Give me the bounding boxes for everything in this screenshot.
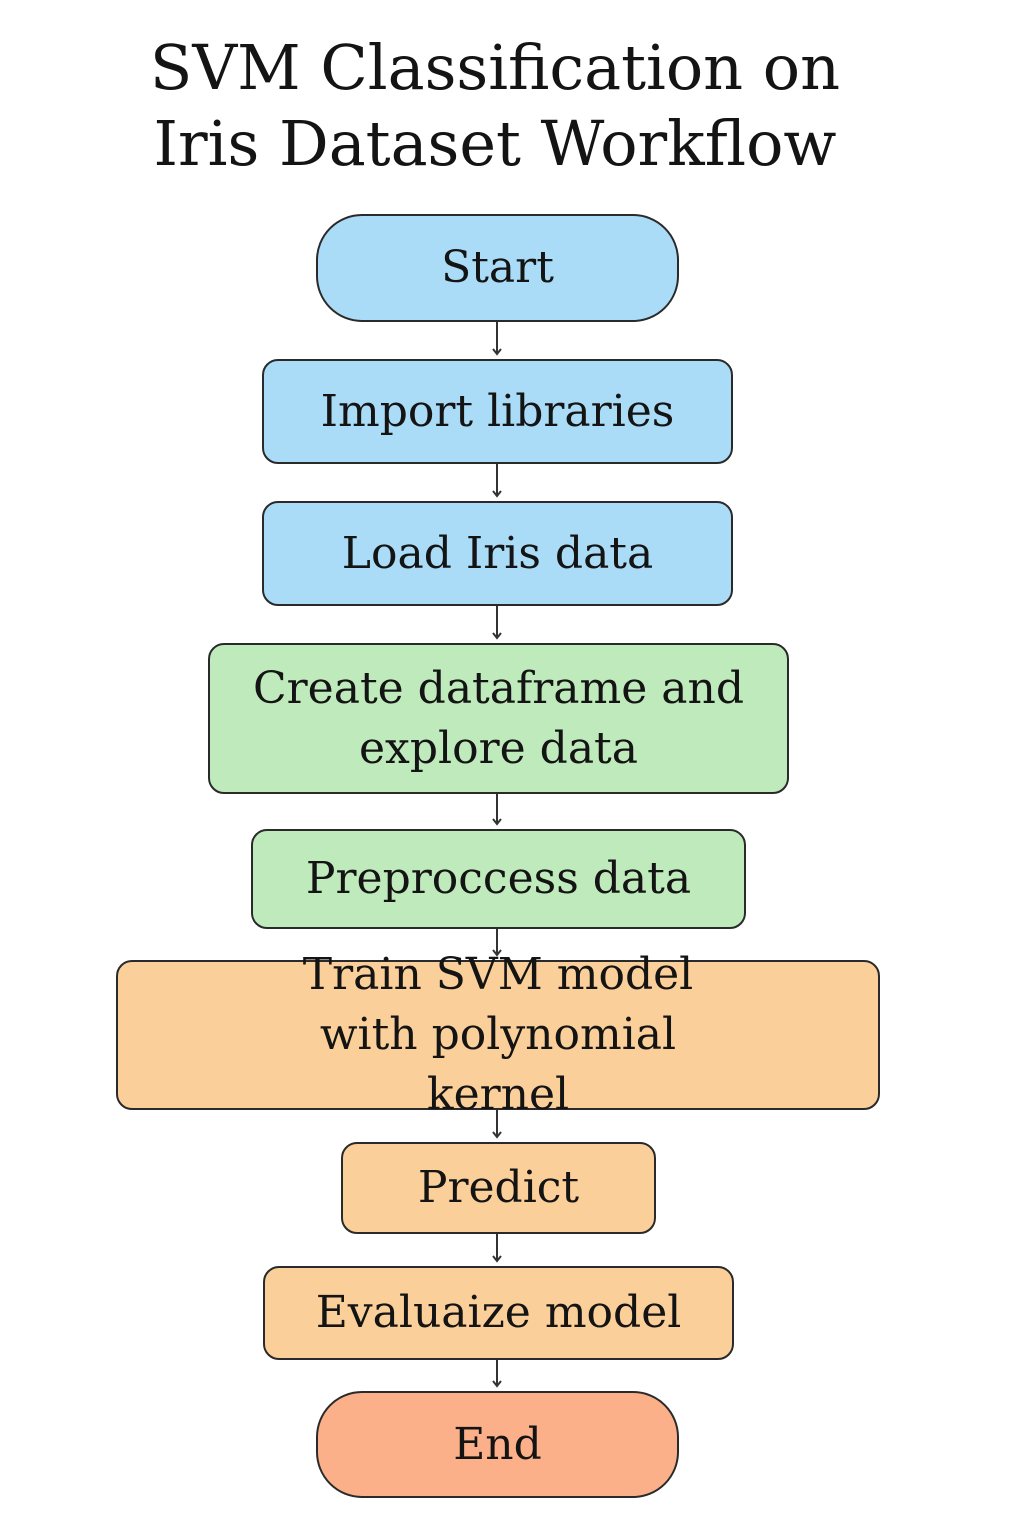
node-create-dataframe: Create dataframe and explore data: [208, 643, 789, 794]
node-import-libraries: Import libraries: [262, 359, 733, 464]
node-train-svm-model: Train SVM model with polynomial kernel: [116, 949, 880, 1120]
node-preprocess-data: Preproccess data: [251, 829, 746, 929]
diagram-title-line-1: SVM Classification on: [149, 31, 841, 104]
diagram-title-line-2: Iris Dataset Workflow: [153, 107, 837, 180]
node-evaluate-model-label: Evaluaize model: [315, 1287, 682, 1338]
diagram-title: SVM Classification on Iris Dataset Workf…: [0, 30, 990, 182]
node-start: Start: [316, 214, 679, 322]
node-train-svm-model-label: Train SVM model with polynomial kernel: [302, 949, 694, 1120]
node-start-label: Start: [441, 242, 554, 293]
node-preprocess-data-label: Preproccess data: [305, 853, 692, 904]
node-evaluate-model: Evaluaize model: [263, 1266, 734, 1360]
node-import-libraries-label: Import libraries: [320, 385, 675, 437]
node-load-iris-data-label: Load Iris data: [341, 527, 654, 579]
node-predict: Predict: [341, 1142, 656, 1234]
node-end-label: End: [453, 1418, 542, 1470]
node-predict-label: Predict: [417, 1162, 580, 1213]
node-create-dataframe-label: Create dataframe and explore data: [252, 662, 745, 774]
node-load-iris-data: Load Iris data: [262, 501, 733, 606]
node-end: End: [316, 1391, 679, 1498]
